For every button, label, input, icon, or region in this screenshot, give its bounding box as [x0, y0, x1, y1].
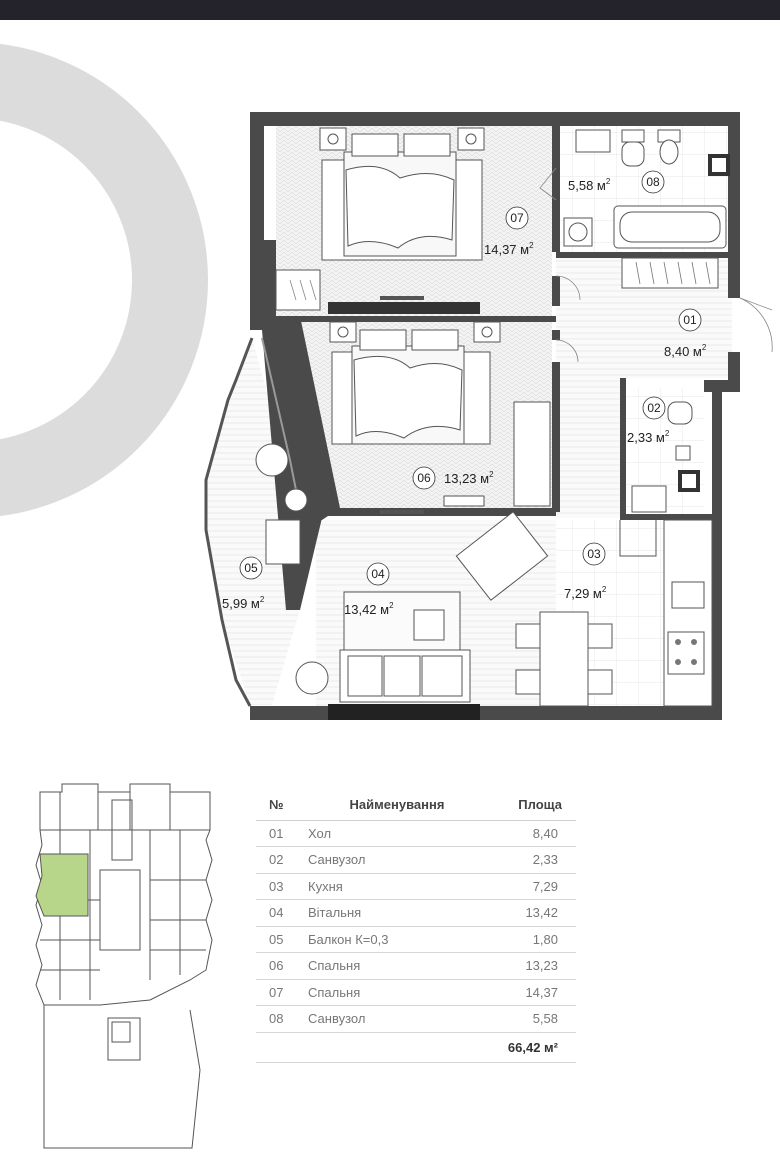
column-header-num: № [256, 790, 302, 821]
room-label-02: 02 2,33 м2 [627, 396, 670, 445]
table-total-row: 66,42 м² [256, 1032, 576, 1063]
key-plan [35, 783, 213, 1149]
svg-text:03: 03 [587, 547, 601, 561]
floor-balcony-05 [206, 338, 320, 705]
svg-text:2,33 м2: 2,33 м2 [627, 429, 670, 445]
svg-text:07: 07 [510, 211, 524, 225]
svg-text:5,99 м2: 5,99 м2 [222, 595, 265, 611]
column-header-name: Найменування [302, 790, 492, 821]
selected-apartment [35, 853, 89, 917]
svg-text:01: 01 [683, 313, 697, 327]
svg-text:7,29 м2: 7,29 м2 [564, 585, 607, 601]
decorative-arc [0, 43, 208, 517]
floor-hall-lower [556, 378, 622, 518]
svg-text:08: 08 [646, 175, 660, 189]
total-area: 66,42 м² [492, 1032, 576, 1063]
svg-text:13,23 м2: 13,23 м2 [444, 470, 494, 486]
room-label-01: 01 8,40 м2 [664, 308, 707, 359]
svg-text:02: 02 [647, 401, 661, 415]
room-label-07: 07 14,37 м2 [484, 206, 534, 257]
room-label-03: 03 7,29 м2 [564, 542, 607, 601]
table-header-row: № Найменування Площа [256, 790, 576, 821]
svg-text:8,40 м2: 8,40 м2 [664, 343, 707, 359]
floor-plan: 07 14,37 м2 08 5,58 м2 01 8,40 м2 02 2,3… [204, 112, 773, 720]
svg-text:13,42 м2: 13,42 м2 [344, 601, 394, 617]
svg-text:06: 06 [417, 471, 431, 485]
svg-text:04: 04 [371, 567, 385, 581]
room-label-08: 08 5,58 м2 [568, 170, 665, 194]
room-label-06: 06 13,23 м2 [412, 466, 494, 490]
svg-text:05: 05 [244, 561, 258, 575]
top-bar [0, 0, 780, 20]
room-label-04: 04 13,42 м2 [344, 562, 394, 617]
svg-text:14,37 м2: 14,37 м2 [484, 241, 534, 257]
room-label-05: 05 5,99 м2 [222, 556, 265, 611]
svg-text:5,58 м2: 5,58 м2 [568, 177, 611, 193]
column-header-area: Площа [492, 790, 576, 821]
